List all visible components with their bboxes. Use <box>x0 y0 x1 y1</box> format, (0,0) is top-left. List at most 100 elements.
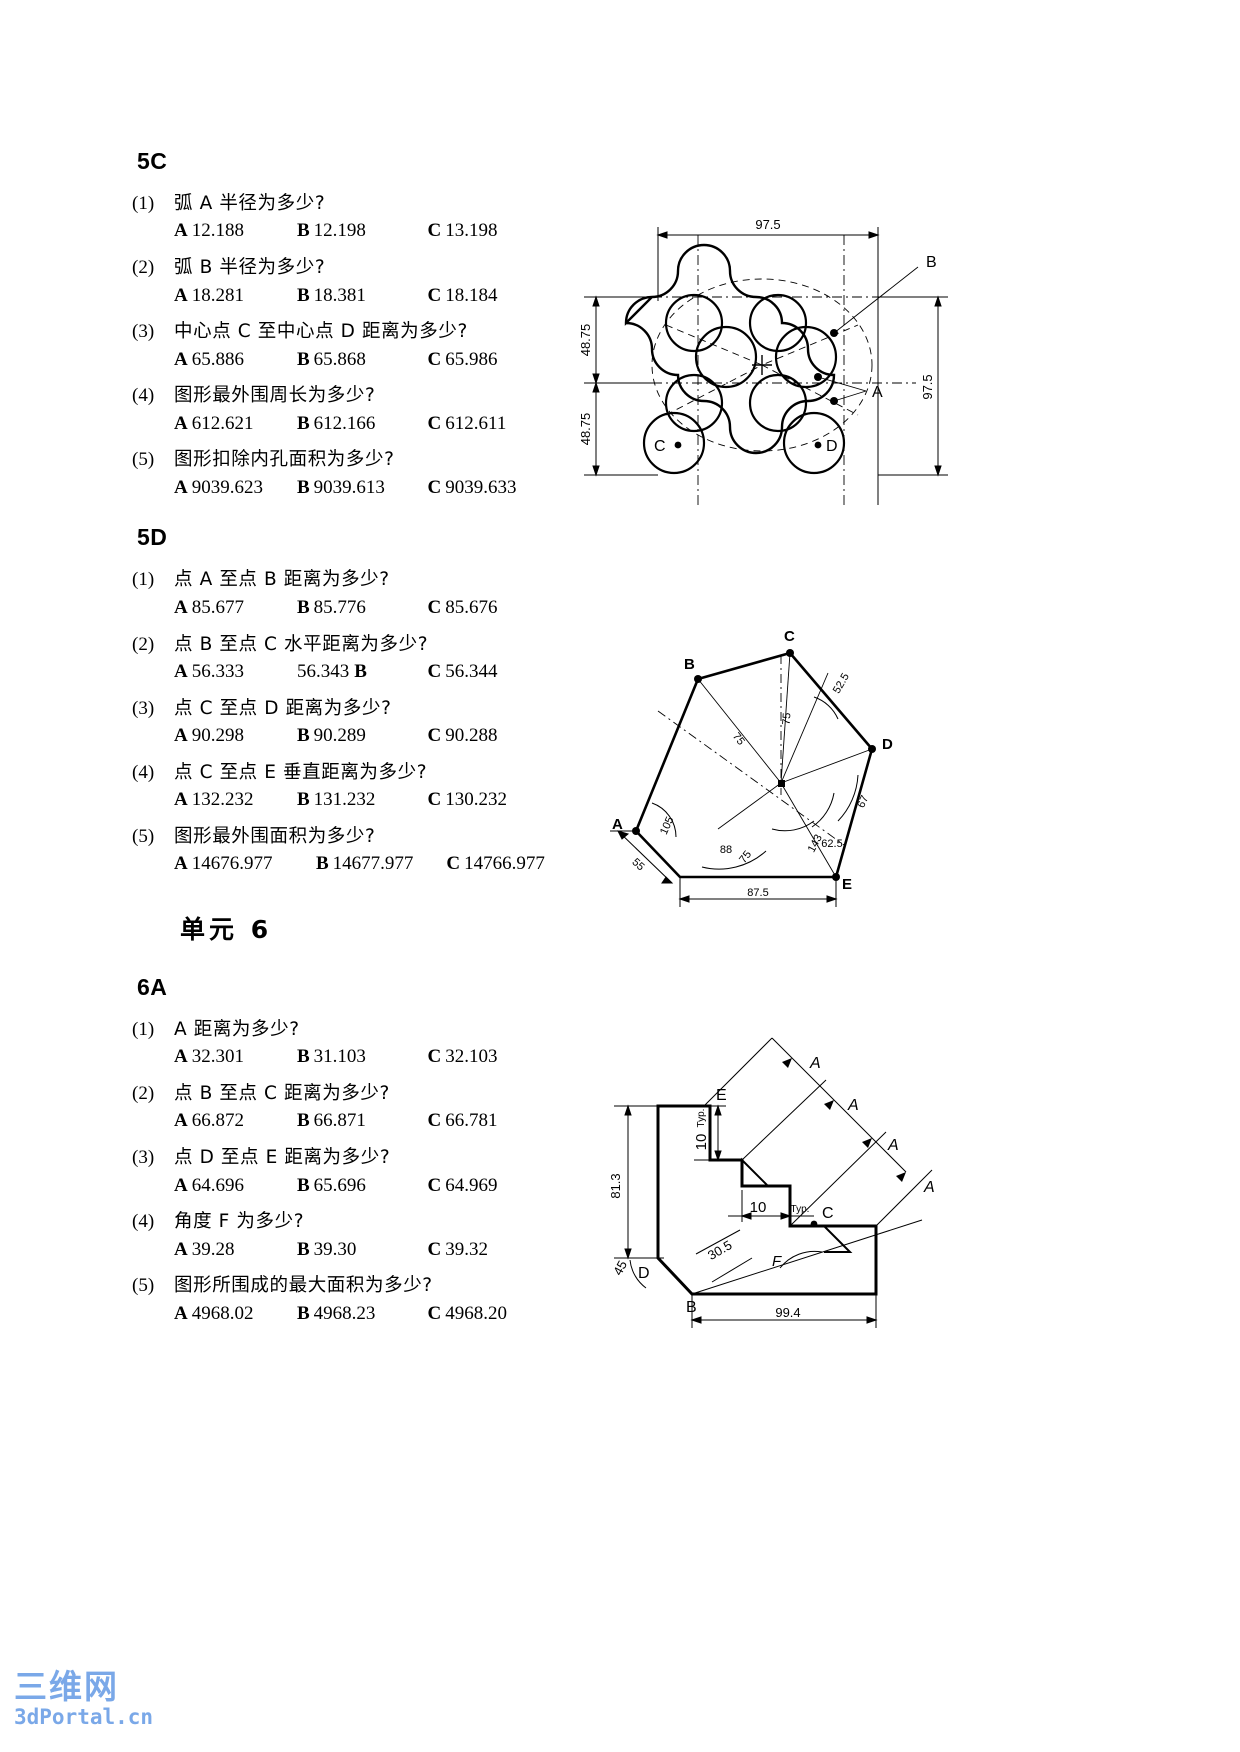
answer-label: B <box>296 1174 310 1196</box>
answer-label: B <box>296 1110 310 1132</box>
answer-label: B <box>296 596 310 618</box>
section-heading-5c: 5C <box>137 148 168 174</box>
figure-label-a-1: A <box>809 1055 821 1072</box>
answer-value: 65.696 <box>313 1174 366 1196</box>
answer-value: 90.288 <box>445 725 498 747</box>
answer-label: C <box>446 853 461 875</box>
section-heading-6a: 6A <box>137 973 168 1000</box>
question-text: A 距离为多少? <box>174 1018 300 1040</box>
dimension-99-4: 99.4 <box>775 1305 800 1320</box>
answer-label: C <box>427 1238 442 1260</box>
answer-value: 612.611 <box>445 412 507 434</box>
question-line: (5) 图形最外围面积为多少? <box>132 824 562 849</box>
question-number: (4) <box>132 385 155 407</box>
question-number: (1) <box>132 569 155 591</box>
question-line: (2) 弧 B 半径为多少? <box>132 255 562 280</box>
question-text: 图形最外围周长为多少? <box>174 385 376 407</box>
answer-value: 39.32 <box>445 1238 489 1260</box>
question-number: (3) <box>132 697 155 719</box>
question-line: (5) 图形扣除内孔面积为多少? <box>132 447 562 472</box>
figure-label-a-3: A <box>887 1137 899 1154</box>
unit-heading: 单元 6 <box>180 914 273 944</box>
question-line: (3) 点 C 至点 D 距离为多少? <box>132 696 562 721</box>
question-number: (5) <box>132 825 155 847</box>
answer-label: A <box>174 1238 188 1260</box>
answer-value: 18.381 <box>313 284 366 306</box>
question-text: 点 A 至点 B 距离为多少? <box>174 569 390 591</box>
question-line: (5) 图形所围成的最大面积为多少? <box>132 1273 562 1298</box>
question-number: (1) <box>132 193 155 214</box>
angle-62-5: 62.5 <box>821 838 842 850</box>
figure-5c: 97.5 48.75 48.75 <box>566 205 966 545</box>
answer-label: C <box>427 1174 442 1196</box>
answer-value: 4968.20 <box>445 1302 508 1324</box>
answer-value: 4968.02 <box>191 1302 254 1324</box>
answer-value: 66.781 <box>445 1110 498 1132</box>
answer-value: 32.103 <box>445 1046 498 1068</box>
answer-value: 65.868 <box>313 348 366 370</box>
answer-value: 66.872 <box>191 1110 244 1132</box>
answer-value: 90.289 <box>313 725 366 747</box>
answer-label: B <box>296 725 310 747</box>
answer-value: 31.103 <box>313 1046 366 1068</box>
answer-value: 64.696 <box>191 1174 244 1196</box>
answer-value: 4968.23 <box>313 1302 376 1324</box>
answer-label: A <box>174 1110 188 1132</box>
dimension-75-e: 75 <box>737 849 754 866</box>
answer-label: A <box>174 725 188 747</box>
